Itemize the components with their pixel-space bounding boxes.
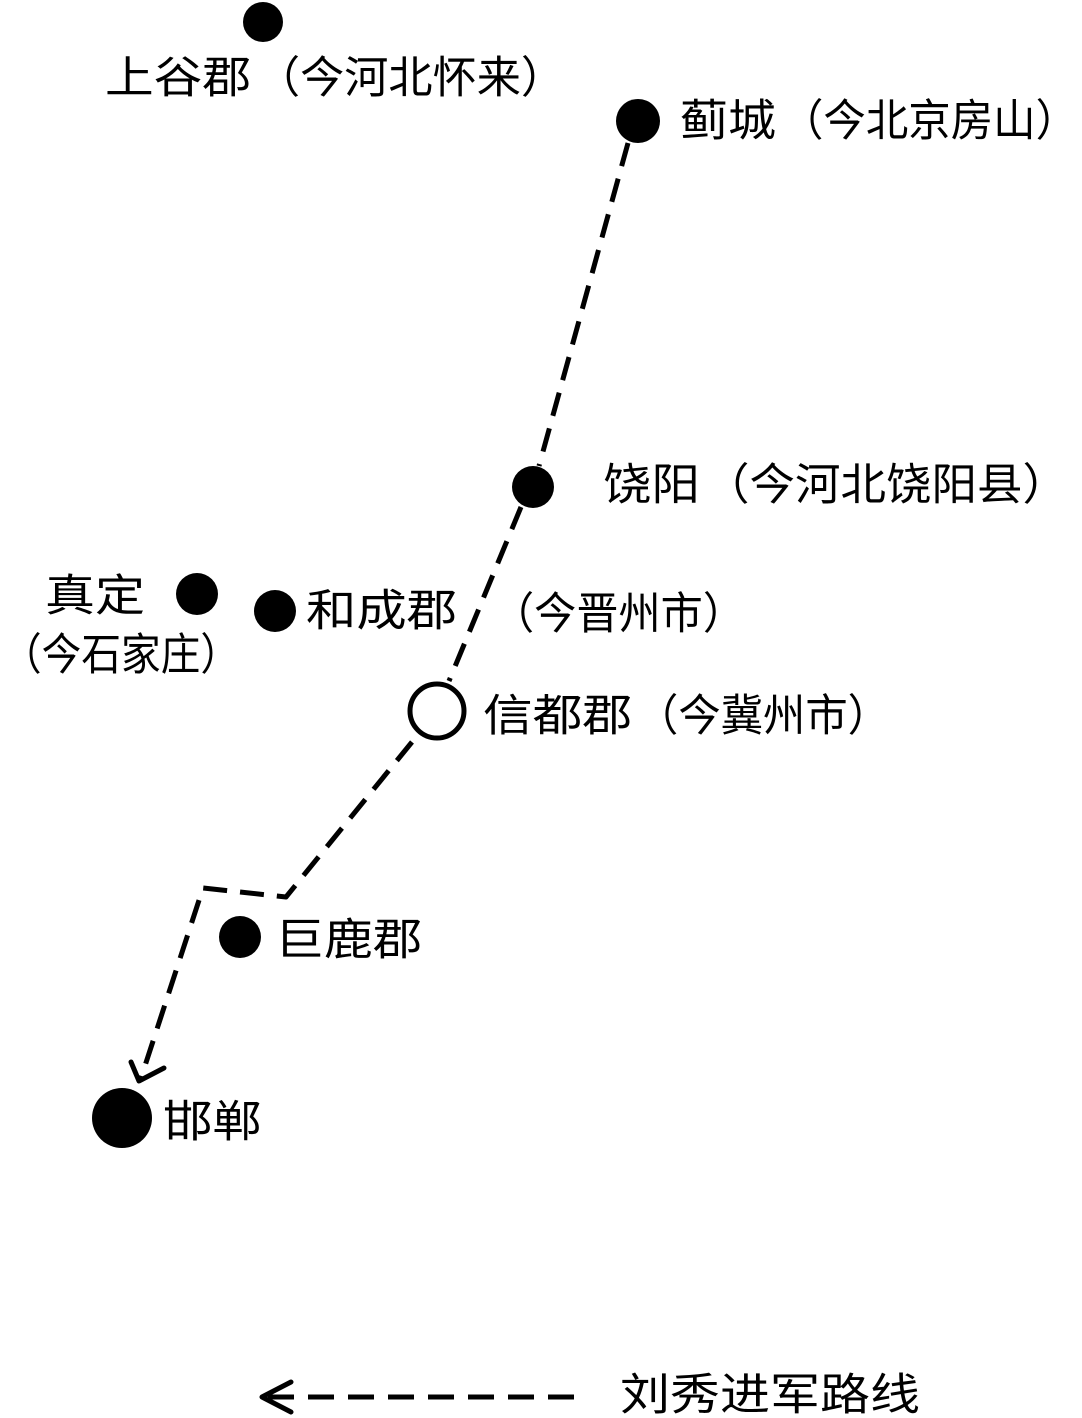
place-raoyang: 饶阳 （今河北饶阳县）	[512, 460, 1068, 511]
place-jicheng: 蓟城 （今北京房山）	[616, 96, 1078, 147]
julu-filled-dot-icon	[219, 916, 261, 958]
xindu-note-label: （今冀州市）	[636, 691, 890, 742]
zhending-name-label: 真定	[45, 571, 145, 622]
raoyang-name-label: 饶阳	[603, 460, 700, 511]
dashed-arrow-icon	[259, 1379, 582, 1415]
hecheng-filled-dot-icon	[254, 590, 296, 632]
legend-route-label: 刘秀进军路线	[620, 1370, 920, 1418]
route-segment-xindu-handan	[138, 740, 414, 1079]
hecheng-name-label: 和成郡	[306, 586, 457, 637]
hecheng-note-label: （今晋州市）	[492, 589, 745, 640]
jicheng-filled-dot-icon	[616, 99, 660, 143]
legend-arrowhead-icon	[259, 1379, 294, 1415]
jicheng-note-label: （今北京房山）	[781, 96, 1078, 147]
place-zhending: 真定 （今石家庄）	[2, 571, 240, 681]
route-segment-jicheng-raoyang	[536, 142, 631, 467]
place-xindu: 信都郡 （今冀州市）	[407, 681, 890, 742]
shanggu-name-label: 上谷郡	[105, 53, 251, 104]
jicheng-name-label: 蓟城	[680, 96, 776, 147]
place-shanggu: 上谷郡 （今河北怀来）	[105, 2, 565, 104]
handan-filled-dot-icon	[92, 1088, 152, 1148]
handan-name-label: 邯郸	[163, 1097, 262, 1148]
place-hecheng: 和成郡 （今晋州市）	[254, 586, 745, 640]
place-julu: 巨鹿郡	[219, 915, 422, 966]
march-route	[128, 142, 631, 1084]
julu-name-label: 巨鹿郡	[275, 915, 422, 966]
xindu-name-label: 信都郡	[483, 691, 632, 742]
route-segment-raoyang-xindu	[446, 506, 524, 682]
raoyang-note-label: （今河北饶阳县）	[704, 460, 1068, 511]
shanggu-filled-dot-icon	[243, 2, 283, 42]
shanggu-note-label: （今河北怀来）	[256, 53, 565, 104]
route-arrowhead-icon	[128, 1059, 167, 1084]
zhending-filled-dot-icon	[176, 573, 218, 615]
place-handan: 邯郸	[92, 1088, 262, 1148]
zhending-note-label: （今石家庄）	[2, 630, 240, 681]
legend: 刘秀进军路线	[259, 1370, 920, 1418]
xindu-open-circle-icon	[407, 681, 467, 741]
raoyang-filled-dot-icon	[512, 466, 554, 508]
